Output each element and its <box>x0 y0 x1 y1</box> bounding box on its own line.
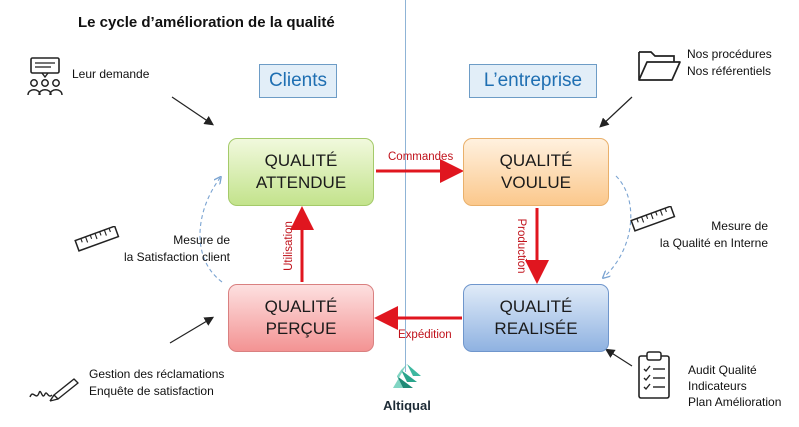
procedures-note: Nos procédures Nos référentiels <box>687 46 772 80</box>
box-line: ATTENDUE <box>255 173 347 192</box>
box-line: VOULUE <box>501 173 571 192</box>
qualite-attendue-box: QUALITÉ ATTENDUE <box>228 138 374 206</box>
audit-pointer-arrow <box>604 348 633 367</box>
note-line: Nos référentiels <box>687 64 772 78</box>
expedition-label: Expédition <box>398 329 452 341</box>
note-line: Enquête de satisfaction <box>89 384 214 398</box>
ruler-icon <box>630 206 676 232</box>
production-label: Production <box>515 218 527 274</box>
logo-text: Altiqual <box>383 398 431 413</box>
reclamations-note: Gestion des réclamations Enquête de sati… <box>89 366 224 400</box>
box-line: QUALITÉ <box>499 297 573 316</box>
demande-pointer-arrow <box>171 96 214 126</box>
commandes-label: Commandes <box>388 151 454 163</box>
note-line: Nos procédures <box>687 47 772 61</box>
box-line: PERÇUE <box>265 319 337 338</box>
demande-note: Leur demande <box>72 67 150 81</box>
note-line: Mesure de <box>711 219 768 233</box>
people-speech-icon <box>27 57 63 96</box>
altiqual-logo: Altiqual <box>375 362 439 413</box>
clients-label: Clients <box>259 64 337 98</box>
qualite-realisee-box: QUALITÉ REALISÉE <box>463 284 609 352</box>
checklist-icon <box>638 351 670 399</box>
box-line: QUALITÉ <box>264 297 338 316</box>
folder-icon <box>638 51 681 81</box>
note-line: la Satisfaction client <box>123 250 230 264</box>
entreprise-label: L’entreprise <box>469 64 597 98</box>
note-line: Audit Qualité <box>688 363 757 377</box>
satisfaction-feedback-arrow <box>199 178 223 283</box>
note-line: Plan Amélioration <box>688 395 782 409</box>
qualite-voulue-box: QUALITÉ VOULUE <box>463 138 609 206</box>
satisfaction-note: Mesure de la Satisfaction client <box>106 232 230 266</box>
altiqual-logo-icon <box>393 364 421 388</box>
interne-note: Mesure de la Qualité en Interne <box>652 218 768 252</box>
pen-signature-icon <box>29 378 79 402</box>
vertical-divider <box>405 0 406 372</box>
box-line: QUALITÉ <box>499 151 573 170</box>
note-line: Mesure de <box>173 233 230 247</box>
box-line: QUALITÉ <box>264 151 338 170</box>
ruler-icon <box>74 226 120 252</box>
box-line: REALISÉE <box>494 319 578 338</box>
procedures-pointer-arrow <box>599 96 633 128</box>
audit-note: Audit Qualité Indicateurs Plan Améliorat… <box>688 362 781 410</box>
reclamations-pointer-arrow <box>169 316 215 344</box>
note-line: la Qualité en Interne <box>659 236 768 250</box>
note-line: Indicateurs <box>688 379 747 393</box>
note-line: Gestion des réclamations <box>89 367 225 381</box>
utilisation-label: Utilisation <box>283 221 295 271</box>
interne-feedback-arrow <box>604 175 632 277</box>
qualite-percue-box: QUALITÉ PERÇUE <box>228 284 374 352</box>
page-title: Le cycle d’amélioration de la qualité <box>78 14 335 31</box>
